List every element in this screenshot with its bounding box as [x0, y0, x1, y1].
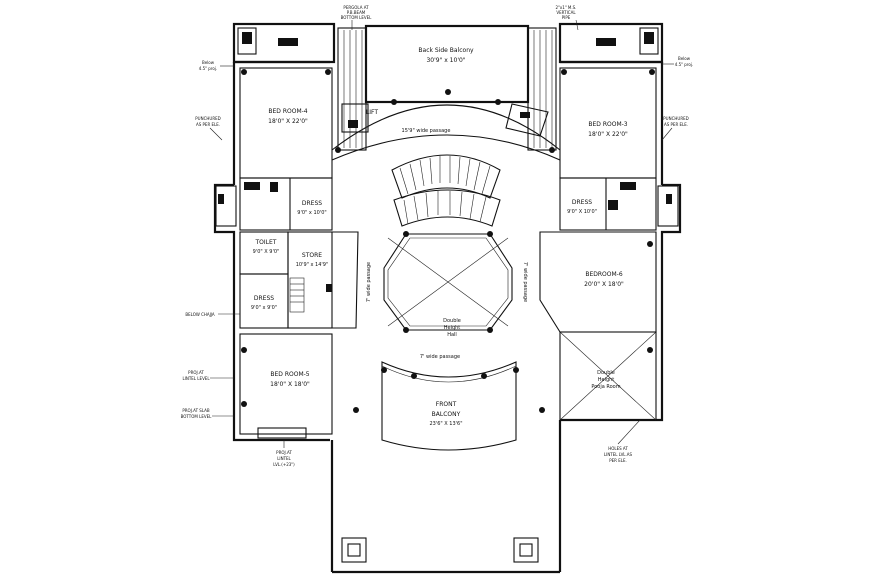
bed5-name: BED ROOM-5 — [270, 371, 309, 378]
front-balcony — [381, 361, 517, 451]
below-left-2: 4.5" proj. — [199, 66, 217, 71]
punched-right-2: AS PER ELE. — [664, 122, 688, 127]
bed6-name: BEDROOM-6 — [585, 271, 622, 278]
holes-note-3: PER ELE. — [609, 458, 627, 463]
proj-slab-1: PROJ.AT SLAB — [182, 408, 210, 413]
bed4-name: BED ROOM-4 — [268, 108, 307, 115]
proj-slab-2: BOTTOM LEVEL — [181, 414, 213, 419]
front-balcony-size: 23'6" X 13'6" — [429, 421, 462, 427]
hall-name3: Hall — [447, 332, 457, 338]
punched-left-2: AS PER ELE. — [196, 122, 220, 127]
pooja-name3: Pooja Room — [591, 384, 620, 390]
proj-lintel-lvl-3: LVL.(+23") — [273, 462, 295, 467]
store-name: STORE — [302, 252, 322, 259]
lower-passage-label: 7' wide passage — [420, 354, 460, 360]
right-passage-label: 7' wide passage — [522, 262, 528, 302]
dress-left-name: DRESS — [302, 200, 322, 207]
grand-staircase — [391, 154, 501, 227]
holes-note-1: HOLES AT — [608, 446, 628, 451]
double-height-hall — [383, 233, 513, 331]
below-chajja-note: BELOW CHAJJA — [185, 312, 215, 317]
below-right-1: Below — [678, 56, 691, 61]
hall-name2: Height — [444, 325, 461, 331]
proj-lintel-2: LINTEL LEVEL — [182, 376, 210, 381]
lift-label: LIFT — [366, 109, 378, 116]
proj-lintel-lvl-2: LINTEL — [277, 456, 291, 461]
proj-lintel-1: PROJ.AT — [188, 370, 204, 375]
back-balcony-name: Back Side Balcony — [418, 47, 474, 54]
pooja-name: Double — [597, 370, 615, 376]
pipe-note-3: PIPE — [562, 15, 571, 20]
hall-name: Double — [443, 318, 461, 324]
pergola-note-2: P.B.BEAM — [347, 10, 366, 15]
dress-lower-size: 9'0" x 9'0" — [251, 305, 277, 311]
bed3-size: 18'0" X 22'0" — [588, 131, 628, 138]
store-size: 10'9" x 14'9" — [296, 262, 329, 268]
bed6-size: 20'0" X 18'0" — [584, 281, 624, 288]
pergola-note-3: BOTTOM LEVEL — [341, 15, 373, 20]
bed4-size: 18'0" X 22'0" — [268, 118, 308, 125]
bed5-size: 18'0" X 18'0" — [270, 381, 310, 388]
dress-right-size: 9'0" X 10'0" — [567, 209, 597, 215]
pipe-note-1: 2"x1" M.S. — [556, 5, 577, 10]
pergola-note-1: PERGOLA AT — [343, 5, 369, 10]
pooja-name2: Height — [598, 377, 615, 383]
front-balcony-name2: BALCONY — [432, 411, 461, 418]
left-passage-label: 7' wide passage — [366, 262, 372, 302]
punched-right-1: PUNCHURED — [663, 116, 688, 121]
dress-right-name: DRESS — [572, 199, 592, 206]
dress-left-size: 9'0" x 10'0" — [297, 210, 326, 216]
pipe-note-2: VERTICAL — [556, 10, 576, 15]
dress-lower-name: DRESS — [254, 295, 274, 302]
passage-labels: 15'9" wide passage 7' wide passage 7' wi… — [366, 128, 528, 360]
punched-left-1: PUNCHURED — [195, 116, 220, 121]
upper-passage-label: 15'9" wide passage — [402, 128, 451, 134]
front-balcony-name: FRONT — [436, 401, 457, 408]
proj-lintel-lvl-1: PROJ.AT — [276, 450, 292, 455]
back-balcony-size: 30'9" x 10'0" — [426, 57, 465, 64]
annotations: PERGOLA AT P.B.BEAM BOTTOM LEVEL 2"x1" M… — [181, 5, 694, 467]
columns — [241, 69, 655, 413]
room-labels: Back Side Balcony 30'9" x 10'0" BED ROOM… — [251, 47, 628, 427]
bed3-name: BED ROOM-3 — [588, 121, 627, 128]
below-right-2: 4.5" proj. — [675, 62, 693, 67]
toilet-name: TOILET — [255, 239, 277, 246]
walls — [213, 22, 682, 574]
holes-note-2: LINTEL LVL.AS — [604, 452, 633, 457]
below-left-1: Below — [202, 60, 215, 65]
toilet-size: 9'0" X 9'0" — [253, 249, 280, 255]
